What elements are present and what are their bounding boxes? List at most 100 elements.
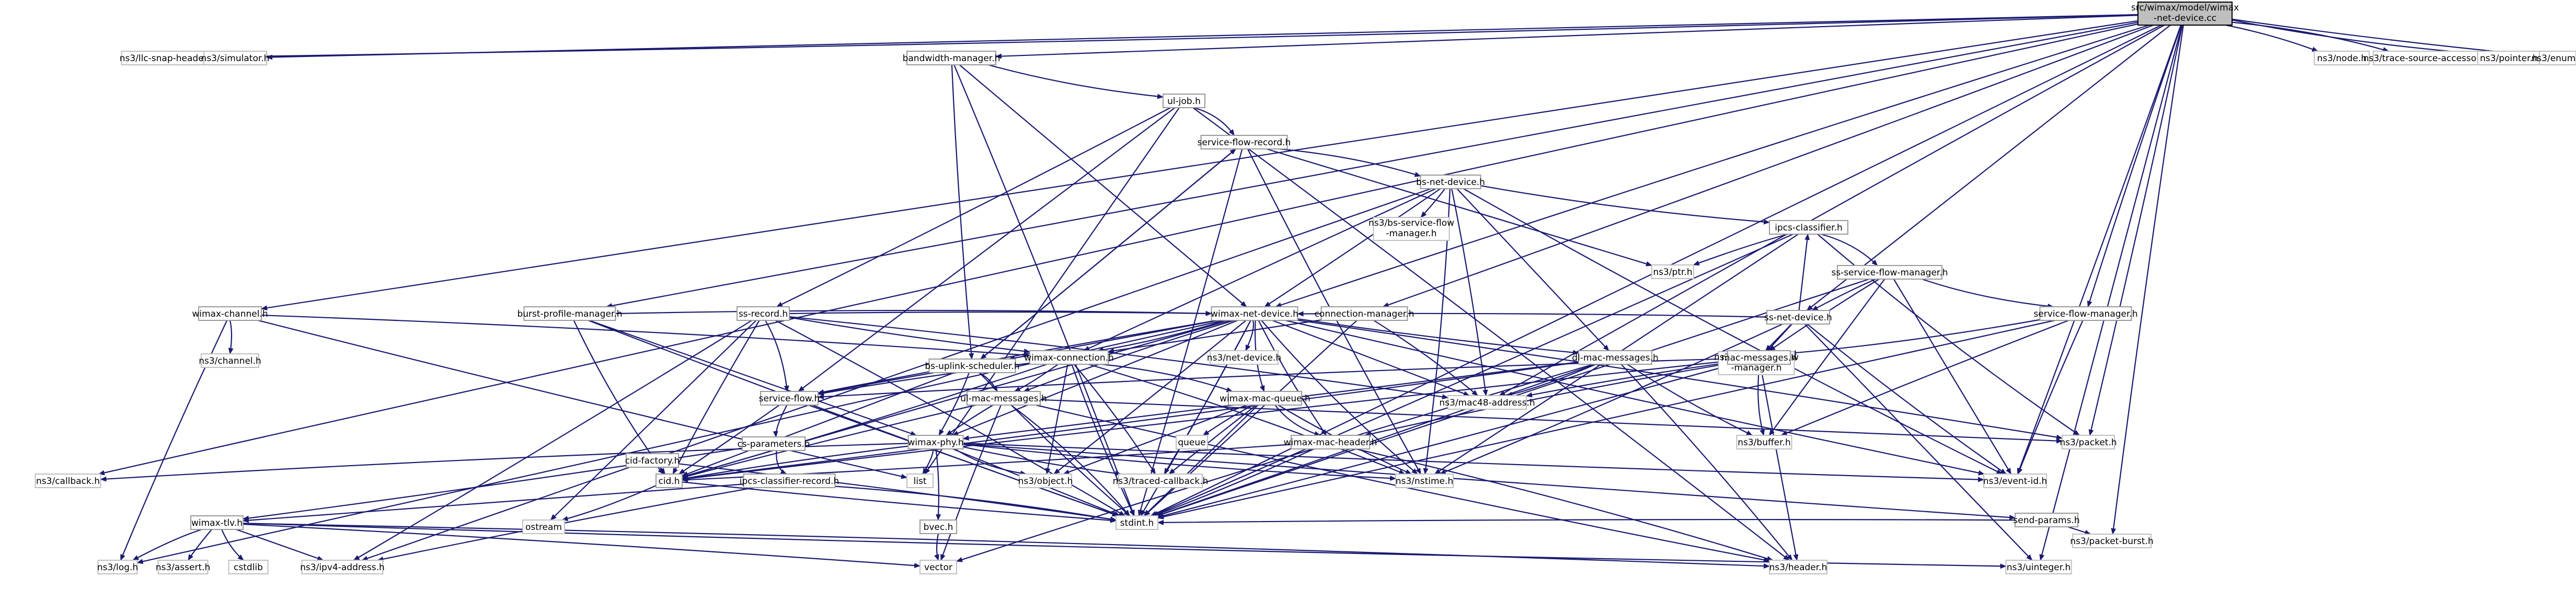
node-box: [1211, 306, 1298, 321]
node-box: [228, 560, 269, 574]
edge-macmsg-to-stdint: [1157, 363, 1734, 518]
edge-dlmsg-to-mac48: [1506, 363, 1596, 397]
node-box: [2477, 51, 2541, 65]
node-label: service-flow-record.h: [1198, 137, 1291, 148]
node-cidfac[interactable]: cid-factory.h: [625, 453, 680, 468]
edge-bsnet-to-wnetdev: [1264, 188, 1441, 307]
node-ssnet[interactable]: ss-net-device.h: [1764, 310, 1832, 325]
node-box: [919, 560, 957, 574]
node-box: [919, 519, 957, 534]
node-wnetdev[interactable]: wimax-net-device.h: [1211, 306, 1298, 321]
edge-wconn-to-macq: [1101, 363, 1233, 392]
node-label: stdint.h: [1120, 518, 1154, 528]
edge-sendparams-to-stdint: [1157, 518, 2016, 525]
edge-ssnet-to-ipcs: [1798, 234, 1810, 311]
node-ssrecord[interactable]: ss-record.h: [737, 306, 790, 321]
edge-wnetdev-to-wmachdr: [1258, 320, 1327, 436]
node-csparam[interactable]: cs-parameters.h: [737, 436, 810, 451]
node-sfm[interactable]: service-flow-manager.h: [2033, 306, 2138, 321]
node-box: [2072, 534, 2152, 548]
edge-wphy-to-traced: [963, 446, 1122, 476]
node-label: ns3/node.h: [2317, 53, 2367, 64]
node-label: list: [914, 476, 927, 487]
edge-wmachdr-to-header: [1355, 448, 1774, 561]
node-wchannel[interactable]: wimax-channel.h: [192, 306, 268, 321]
node-macq[interactable]: wimax-mac-queue.h: [1220, 391, 1310, 406]
node-uljob[interactable]: ul-job.h: [1163, 94, 1205, 108]
node-box: [1029, 350, 1109, 365]
node-box: [190, 515, 244, 530]
edge-cid-to-stdint: [682, 481, 1117, 523]
node-label: ns3/mac48-address.h: [1439, 398, 1535, 408]
node-box: [1176, 435, 1208, 449]
node-ipcs[interactable]: ipcs-classifier.h: [1769, 220, 1848, 235]
node-root[interactable]: src/wimax/model/wimax-net-device.cc: [2131, 2, 2239, 26]
node-box: [201, 353, 259, 368]
node-vector: vector: [919, 560, 957, 574]
node-object: ns3/object.h: [1018, 473, 1073, 488]
node-bvec[interactable]: bvec.h: [919, 519, 957, 534]
edge-bsnet-to-wconn: [1083, 188, 1436, 351]
edge-ipcsrec-to-ipv4: [377, 487, 754, 562]
node-box: [198, 306, 262, 321]
edge-sfm-to-macmsg: [1790, 319, 2040, 355]
node-box: [1769, 560, 1827, 574]
node-wmachdr[interactable]: wimax-mac-header.h: [1284, 435, 1377, 449]
node-ulmsg[interactable]: ul-mac-messages.h: [960, 391, 1047, 406]
node-label: ss-net-device.h: [1764, 313, 1832, 323]
edge-bwmgr-to-wnetdev: [959, 64, 1247, 307]
edge-cidfac-to-cid: [657, 467, 664, 475]
node-sflow[interactable]: service-flow.h: [759, 391, 820, 406]
edge-wchannel-to-wconn: [261, 315, 1030, 358]
edge-bwmgr-to-bsupl: [951, 64, 974, 360]
node-label: service-flow-manager.h: [2033, 309, 2137, 319]
node-burst[interactable]: burst-profile-manager.h: [517, 306, 623, 321]
edge-uljob-to-list: [924, 107, 1180, 475]
edge-dlmsg-to-buffer: [1627, 364, 1753, 436]
node-box: [1766, 310, 1830, 325]
node-label: ostream: [525, 522, 562, 533]
edge-macq-to-queue: [1202, 405, 1254, 436]
node-tracesrc: ns3/trace-source-accessor.h: [2363, 51, 2488, 65]
node-box: [760, 391, 819, 406]
edge-ssrecord-to-wconn: [789, 317, 1030, 354]
node-bsupl[interactable]: bs-uplink-scheduler.h: [925, 359, 1020, 373]
node-label: dl-mac-messages.h: [1572, 353, 1659, 363]
edge-burst-to-cid: [573, 320, 666, 475]
edge-wphy-to-eventid: [963, 442, 1984, 482]
edge-sfm-to-eventid: [2017, 320, 2084, 475]
node-box: [522, 519, 565, 534]
node-stdint: stdint.h: [1116, 515, 1158, 530]
node-box: [743, 473, 836, 488]
node-sfrecord[interactable]: service-flow-record.h: [1198, 135, 1291, 149]
node-label: bandwidth-manager.h: [903, 53, 1000, 64]
node-dlmsg[interactable]: dl-mac-messages.h: [1572, 350, 1659, 365]
node-box: [2062, 435, 2115, 449]
node-cid[interactable]: cid.h: [656, 473, 683, 488]
edge-bsnet-to-dlmsg: [1456, 188, 1609, 351]
node-ipcsrec[interactable]: ipcs-classifier-record.h: [740, 473, 839, 488]
node-wphy[interactable]: wimax-phy.h: [907, 435, 964, 449]
node-ipv4: ns3/ipv4-address.h: [300, 560, 385, 574]
node-macmsg[interactable]: mac-messages.h: [1721, 350, 1797, 365]
node-sssfm[interactable]: ss-service-flow-manager.h: [1831, 265, 1948, 280]
node-box: [967, 391, 1041, 406]
node-box: [2314, 51, 2370, 65]
edge-wconn-to-object: [1045, 364, 1068, 475]
node-box: [97, 560, 138, 574]
node-bwmgr[interactable]: bandwidth-manager.h: [903, 51, 1000, 65]
node-bsnet[interactable]: bs-net-device.h: [1416, 175, 1485, 189]
node-wconn[interactable]: wimax-connection.h: [1024, 350, 1114, 365]
edge-wconn-to-stdint: [1071, 364, 1135, 516]
node-box: [906, 473, 934, 488]
node-sendparams[interactable]: send-params.h: [2013, 513, 2080, 527]
edge-ipcs-to-packet: [1817, 234, 2080, 436]
edge-sendparams-to-pktburst: [2067, 526, 2091, 535]
node-connmgr[interactable]: connection-manager.h: [1315, 306, 1414, 321]
edge-wnetdev-to-wconn: [1097, 319, 1226, 353]
node-ostream: ostream: [522, 519, 565, 534]
node-wtlv[interactable]: wimax-tlv.h: [190, 515, 244, 530]
edge-bwmgr-to-uljob: [988, 64, 1164, 99]
node-box: [1769, 220, 1848, 235]
edge-wtlv-to-log: [132, 528, 202, 561]
